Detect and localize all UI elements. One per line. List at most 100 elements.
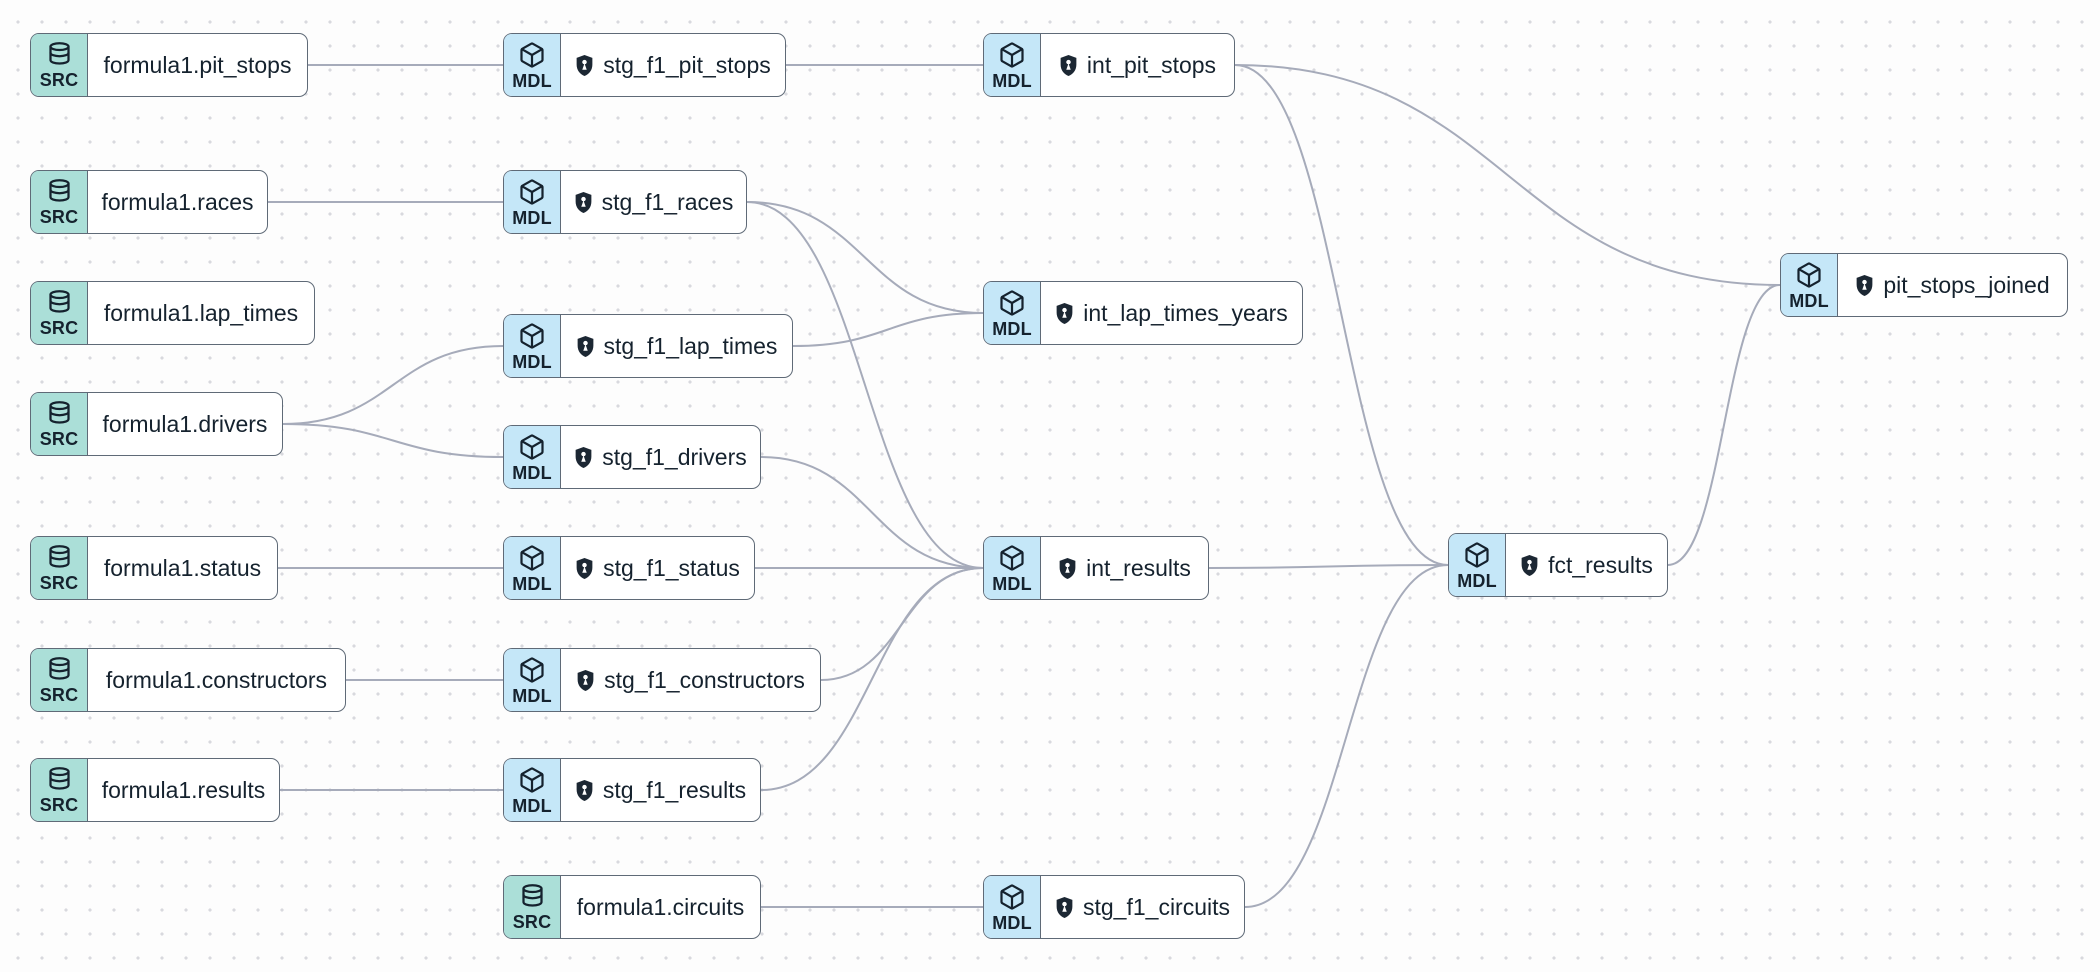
- node-type-badge: SRC: [31, 34, 88, 96]
- node-type-label: MDL: [992, 318, 1032, 339]
- node-type-badge: SRC: [31, 393, 88, 455]
- node-type-label: SRC: [39, 573, 79, 593]
- node-stg_f1_circuits[interactable]: MDL stg_f1_circuits: [983, 875, 1245, 939]
- node-body: stg_f1_drivers: [561, 426, 760, 488]
- node-title: formula1.lap_times: [103, 299, 299, 326]
- node-type-label: SRC: [39, 429, 79, 449]
- database-icon: [46, 178, 73, 205]
- shield-icon: [1055, 896, 1074, 918]
- node-body: int_results: [1041, 537, 1208, 599]
- node-pit_stops_joined[interactable]: MDL pit_stops_joined: [1780, 253, 2068, 317]
- model-cube-icon: [1795, 261, 1823, 289]
- node-type-badge: MDL: [504, 315, 561, 377]
- node-formula1.circuits[interactable]: SRC formula1.circuits: [503, 875, 761, 939]
- node-title: stg_f1_races: [601, 188, 734, 215]
- model-cube-icon: [518, 178, 546, 206]
- node-formula1.status[interactable]: SRC formula1.status: [30, 536, 278, 600]
- model-cube-icon: [518, 322, 546, 350]
- node-fct_results[interactable]: MDL fct_results: [1448, 533, 1668, 597]
- node-title: pit_stops_joined: [1883, 271, 2050, 298]
- node-type-label: MDL: [512, 70, 552, 91]
- node-type-label: MDL: [512, 462, 552, 483]
- node-stg_f1_results[interactable]: MDL stg_f1_results: [503, 758, 761, 822]
- node-title: formula1.status: [103, 554, 262, 581]
- node-body: stg_f1_constructors: [561, 649, 820, 711]
- node-type-badge: MDL: [504, 426, 561, 488]
- node-title: int_lap_times_years: [1083, 299, 1288, 326]
- node-body: int_lap_times_years: [1041, 282, 1302, 344]
- node-formula1.results[interactable]: SRC formula1.results: [30, 758, 280, 822]
- node-type-label: MDL: [512, 207, 552, 228]
- node-title: stg_f1_drivers: [602, 443, 747, 470]
- node-formula1.races[interactable]: SRC formula1.races: [30, 170, 268, 234]
- node-type-badge: SRC: [31, 649, 88, 711]
- node-type-badge: SRC: [504, 876, 561, 938]
- model-cube-icon: [998, 883, 1026, 911]
- node-body: formula1.pit_stops: [88, 34, 307, 96]
- node-type-label: MDL: [1789, 290, 1829, 311]
- node-formula1.constructors[interactable]: SRC formula1.constructors: [30, 648, 346, 712]
- node-title: formula1.circuits: [576, 893, 745, 920]
- shield-icon: [575, 779, 594, 801]
- model-cube-icon: [518, 433, 546, 461]
- node-title: stg_f1_circuits: [1083, 893, 1231, 920]
- node-body: formula1.races: [88, 171, 267, 233]
- shield-icon: [574, 191, 593, 213]
- edge-stg_f1_circuits-to-fct_results: [1244, 564, 1449, 908]
- database-icon: [46, 289, 73, 316]
- edge-stg_f1_drivers-to-int_results: [760, 456, 984, 569]
- node-title: int_results: [1086, 554, 1191, 581]
- node-formula1.pit_stops[interactable]: SRC formula1.pit_stops: [30, 33, 308, 97]
- shield-icon: [576, 335, 595, 357]
- database-icon: [46, 766, 73, 793]
- node-type-badge: SRC: [31, 759, 88, 821]
- node-title: formula1.races: [101, 188, 254, 215]
- node-type-badge: SRC: [31, 171, 88, 233]
- node-int_pit_stops[interactable]: MDL int_pit_stops: [983, 33, 1235, 97]
- node-body: formula1.constructors: [88, 649, 345, 711]
- node-stg_f1_drivers[interactable]: MDL stg_f1_drivers: [503, 425, 761, 489]
- node-type-label: SRC: [39, 685, 79, 705]
- node-type-badge: MDL: [984, 34, 1041, 96]
- node-type-badge: MDL: [504, 34, 561, 96]
- node-body: stg_f1_results: [561, 759, 760, 821]
- node-type-label: MDL: [1457, 570, 1497, 591]
- node-type-badge: MDL: [504, 171, 561, 233]
- node-type-label: MDL: [992, 912, 1032, 933]
- node-formula1.lap_times[interactable]: SRC formula1.lap_times: [30, 281, 315, 345]
- node-body: formula1.circuits: [561, 876, 760, 938]
- node-type-label: MDL: [512, 685, 552, 706]
- shield-icon: [574, 446, 593, 468]
- model-cube-icon: [998, 289, 1026, 317]
- node-int_results[interactable]: MDL int_results: [983, 536, 1209, 600]
- shield-icon: [1520, 554, 1539, 576]
- node-type-label: MDL: [512, 573, 552, 594]
- node-type-badge: MDL: [1781, 254, 1838, 316]
- node-body: fct_results: [1506, 534, 1667, 596]
- node-stg_f1_lap_times[interactable]: MDL stg_f1_lap_times: [503, 314, 793, 378]
- node-type-badge: MDL: [984, 876, 1041, 938]
- model-cube-icon: [518, 544, 546, 572]
- node-body: stg_f1_lap_times: [561, 315, 792, 377]
- edge-stg_f1_races-to-int_lap_times_years: [746, 201, 984, 314]
- node-type-label: MDL: [992, 573, 1032, 594]
- node-title: stg_f1_lap_times: [603, 332, 778, 359]
- node-formula1.drivers[interactable]: SRC formula1.drivers: [30, 392, 283, 456]
- node-int_lap_times_years[interactable]: MDL int_lap_times_years: [983, 281, 1303, 345]
- node-title: formula1.pit_stops: [103, 51, 292, 78]
- node-type-badge: MDL: [504, 649, 561, 711]
- node-type-badge: MDL: [984, 282, 1041, 344]
- node-stg_f1_status[interactable]: MDL stg_f1_status: [503, 536, 755, 600]
- node-body: int_pit_stops: [1041, 34, 1234, 96]
- node-type-label: MDL: [992, 70, 1032, 91]
- node-stg_f1_races[interactable]: MDL stg_f1_races: [503, 170, 747, 234]
- node-type-badge: SRC: [31, 282, 88, 344]
- node-title: formula1.drivers: [102, 410, 268, 437]
- node-title: stg_f1_constructors: [604, 666, 805, 693]
- database-icon: [519, 883, 546, 910]
- node-stg_f1_pit_stops[interactable]: MDL stg_f1_pit_stops: [503, 33, 786, 97]
- node-type-label: SRC: [39, 70, 79, 90]
- node-stg_f1_constructors[interactable]: MDL stg_f1_constructors: [503, 648, 821, 712]
- shield-icon: [1058, 557, 1077, 579]
